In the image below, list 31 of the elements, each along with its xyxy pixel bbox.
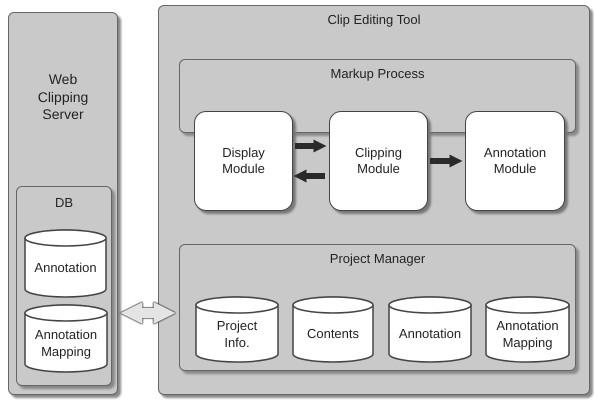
node-label: Display Module xyxy=(221,144,266,178)
database-cylinder xyxy=(292,297,374,362)
database-cylinder xyxy=(24,305,108,372)
module-box xyxy=(465,111,565,211)
arrow xyxy=(430,154,463,168)
node-label: Annotation xyxy=(398,325,462,344)
double-arrow xyxy=(120,302,176,324)
module-box xyxy=(329,111,428,211)
node-label: Annotation Mapping xyxy=(495,317,560,352)
server-panel xyxy=(8,12,118,395)
node-label: Annotation Module xyxy=(482,144,548,178)
node-label: Annotation Mapping xyxy=(34,326,98,361)
node-label: Project Info. xyxy=(216,317,258,352)
manager-panel xyxy=(179,244,576,371)
module-box xyxy=(194,111,293,211)
panel-title: Web Clipping Server xyxy=(36,71,90,124)
database-cylinder xyxy=(388,297,472,362)
arrow xyxy=(293,169,325,183)
database-group xyxy=(16,186,112,386)
node-label: Clipping Module xyxy=(354,144,403,178)
arrow xyxy=(295,139,327,153)
database-cylinder xyxy=(24,230,107,297)
database-cylinder xyxy=(195,297,279,362)
panel-title: DB xyxy=(54,195,74,212)
panel-title: Markup Process xyxy=(330,66,426,82)
node-label: Contents xyxy=(306,325,360,344)
node-label: Annotation xyxy=(33,259,98,278)
panel-title: Clip Editing Tool xyxy=(326,12,422,28)
panel-title: Project Manager xyxy=(328,251,426,268)
database-cylinder xyxy=(485,297,570,362)
tool-panel xyxy=(158,5,590,395)
